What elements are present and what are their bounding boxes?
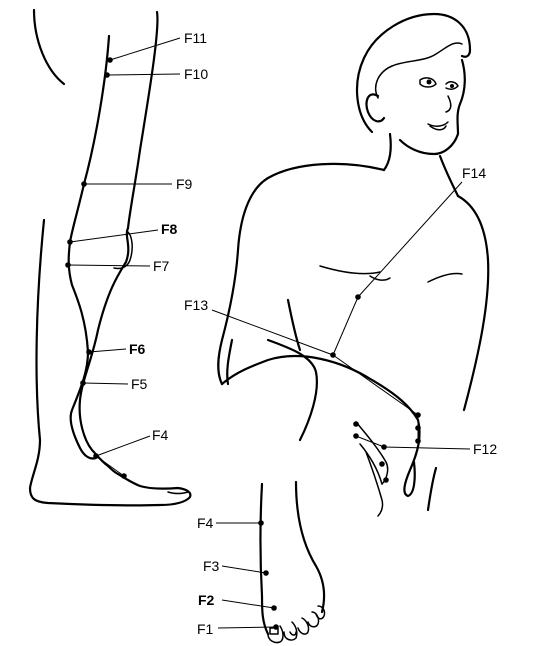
torso-illustration — [217, 12, 490, 517]
label-f4-leg: F4 — [152, 427, 169, 443]
label-f5: F5 — [131, 376, 148, 392]
marker-f12 — [381, 444, 387, 450]
marker-f4-leg — [93, 453, 99, 459]
leg-illustration — [28, 8, 192, 507]
foot-illustration — [259, 480, 326, 644]
acupoint-labels: F11 F10 F9 F8 F7 F6 F5 F4 F14 F13 F12 F4… — [129, 30, 497, 637]
label-f7: F7 — [153, 258, 170, 274]
label-f6: F6 — [129, 341, 146, 357]
label-f10: F10 — [184, 66, 208, 82]
label-f4-foot: F4 — [197, 515, 214, 531]
marker-f2 — [271, 605, 277, 611]
label-f1: F1 — [197, 621, 214, 637]
marker-f3 — [263, 570, 269, 576]
marker-f9 — [81, 181, 87, 187]
label-f11: F11 — [184, 30, 207, 46]
label-f3: F3 — [203, 558, 220, 574]
leader-lines — [67, 37, 471, 629]
acupoint-markers — [65, 57, 421, 630]
marker-f6 — [86, 349, 92, 355]
marker-f10 — [104, 72, 110, 78]
marker-f14 — [355, 294, 361, 300]
marker-f1 — [273, 624, 279, 630]
marker-f11 — [107, 57, 113, 63]
label-f13: F13 — [184, 297, 208, 313]
marker-f7 — [65, 262, 71, 268]
label-f14: F14 — [462, 165, 486, 181]
marker-f8 — [67, 239, 73, 245]
label-f9: F9 — [176, 176, 193, 192]
marker-f5 — [80, 380, 86, 386]
label-f2: F2 — [198, 592, 215, 608]
marker-f13 — [330, 352, 336, 358]
label-f12: F12 — [473, 441, 497, 457]
label-f8: F8 — [161, 221, 178, 237]
marker-f4-foot — [258, 520, 264, 526]
